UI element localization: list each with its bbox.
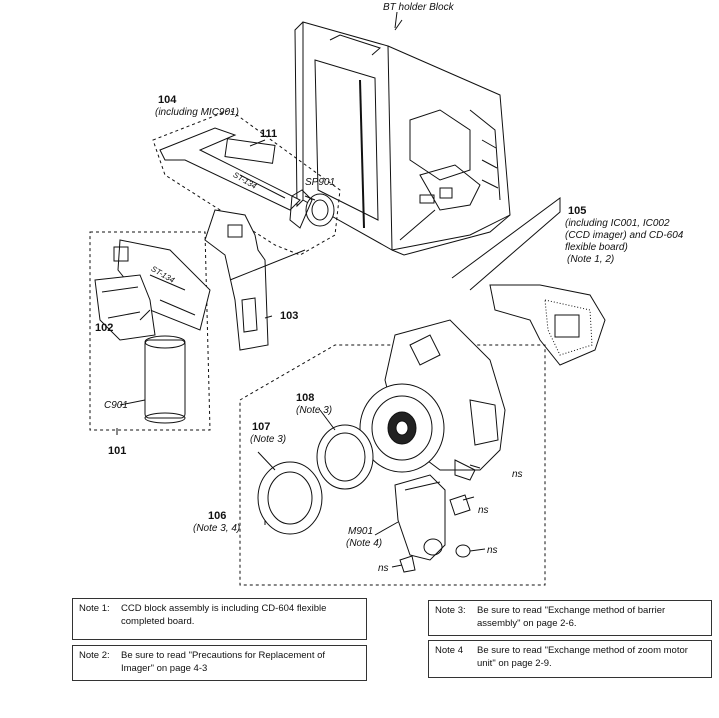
group-104-outline [152,109,341,256]
label-105-line4: (Note 1, 2) [567,254,615,265]
m901-motor [394,474,446,561]
note-4-text: Be sure to read "Exchange method of zoom… [477,645,688,669]
ns-part-lower [455,544,471,558]
label-111: 111 [260,128,278,140]
part-105-flex-board [489,284,606,366]
note-3-text: Be sure to read "Exchange method of barr… [477,605,666,629]
ns-part-upper [449,494,471,516]
part-st134-board [113,239,211,331]
note-2-text: Be sure to read "Precautions for Replace… [121,650,326,674]
label-bt-holder-block: BT holder Block [383,2,454,13]
note-3-key: Note 3: [435,605,466,616]
part-108-ring [316,424,374,490]
label-ns-3: ns [487,545,498,556]
label-105-line2: (CCD imager) and CD-604 [565,230,684,241]
part-107-ring [257,461,323,535]
note-4-box: Note 4 Be sure to read "Exchange method … [428,640,712,678]
note-1-box: Note 1: CCD block assembly is including … [72,598,367,640]
label-108: 108 [296,392,315,404]
note-1-text: CCD block assembly is including CD-604 f… [121,603,327,627]
bt-holder-block [294,19,511,256]
group-105-outline [451,197,561,291]
label-c901: C901 [104,400,128,411]
note-2-box: Note 2: Be sure to read "Precautions for… [72,645,367,681]
note-4-key: Note 4 [435,645,463,656]
label-105: 105 [568,205,587,217]
label-105-line3: flexible board) [565,242,628,253]
label-107: 107 [252,421,271,433]
leader-lines [116,11,486,568]
label-ns-2: ns [478,505,489,516]
lens-block [359,319,506,481]
group-101-outline [89,231,211,431]
sp901-speaker [289,189,335,229]
label-ns-1: ns [512,469,523,480]
label-ns-4: ns [378,563,389,574]
part-102-cover [94,274,156,341]
c901-capacitor [144,335,186,424]
label-101: 101 [108,445,127,457]
label-105-line1: (including IC001, IC002 [565,218,670,229]
note-1-key: Note 1: [79,603,110,614]
note-2-key: Note 2: [79,650,110,661]
label-107-note: (Note 3) [250,434,287,445]
label-m901: M901 [348,526,374,537]
label-108-note: (Note 3) [296,405,333,416]
label-103: 103 [280,310,299,322]
part-104-flex [159,127,301,211]
label-102: 102 [95,322,114,334]
ns-part-bottom [399,555,416,573]
label-104-note: (including MIC901) [155,107,239,118]
label-106: 106 [208,510,227,522]
group-106-outline [239,344,546,586]
label-104: 104 [158,94,177,106]
label-106-note: (Note 3, 4) [193,523,241,534]
part-111 [224,138,276,164]
label-sp901: SP901 [305,177,336,188]
label-m901-note: (Note 4) [346,538,383,549]
part-103-bracket [204,209,269,351]
note-3-box: Note 3: Be sure to read "Exchange method… [428,600,712,636]
